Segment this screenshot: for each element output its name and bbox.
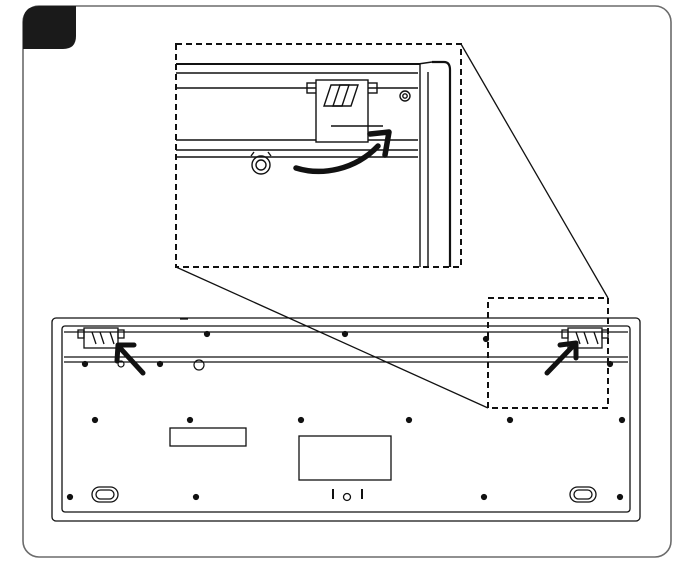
dashed-source-box xyxy=(487,297,609,409)
label-plate-large xyxy=(298,435,392,481)
screw-ring xyxy=(117,359,205,371)
screw xyxy=(399,90,411,102)
screw-holes xyxy=(66,330,626,501)
kickstand-foot xyxy=(306,79,383,143)
zoom-detail xyxy=(175,43,462,268)
curved-arrow-icon xyxy=(293,129,392,175)
rubber-foot-right xyxy=(569,486,597,503)
arrow-icon xyxy=(114,342,146,376)
arrow-icon-right xyxy=(544,340,579,376)
rubber-clip xyxy=(250,151,272,175)
rubber-foot-left xyxy=(91,486,119,503)
step-badge xyxy=(23,6,76,49)
keyboard-underside xyxy=(51,317,641,522)
zoom-detail-drawing xyxy=(176,60,452,267)
dashed-zoom-box xyxy=(175,43,462,268)
left-foot xyxy=(77,327,125,349)
label-plate xyxy=(169,427,247,447)
zoom-connector-lines xyxy=(175,43,609,409)
panel-frame xyxy=(22,5,672,558)
